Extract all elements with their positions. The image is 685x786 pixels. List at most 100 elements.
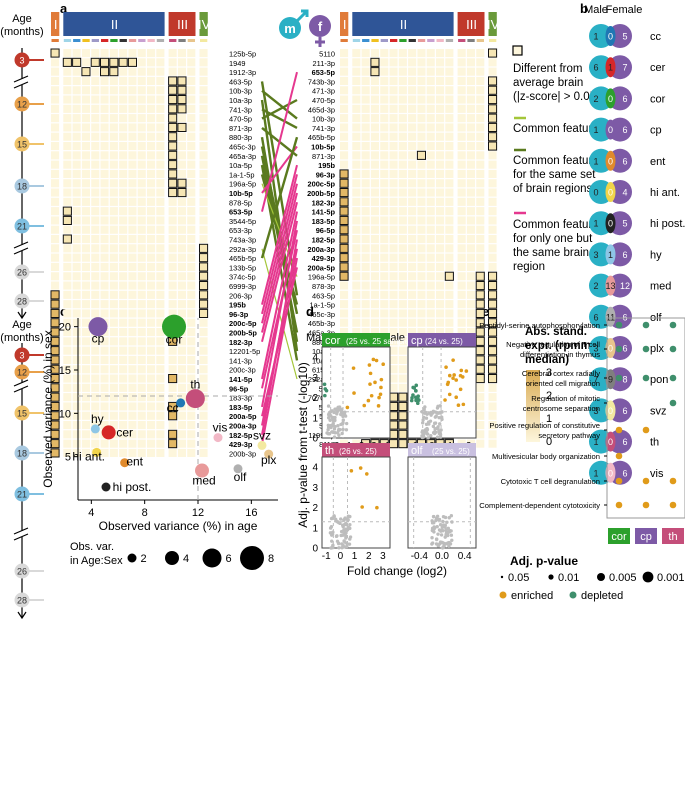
venn-male-count: 1 [593,437,598,447]
e-dot-depleted [669,374,677,382]
d-point-enriched [452,373,456,377]
expression-cell [109,328,118,337]
expression-cell [128,365,137,374]
expression-cell [380,272,389,281]
d-facet-name: cor [325,335,341,347]
expression-cell [119,393,128,402]
expression-cell [72,402,81,411]
expression-cell [408,225,417,234]
expression-cell [436,151,445,160]
d-point [438,523,443,527]
expression-cell [488,95,498,105]
age-tick-badge [14,264,30,280]
expression-cell [339,253,349,263]
expression-cell [137,169,146,178]
expression-cell [426,328,435,337]
venn-female-count: 6 [622,156,627,166]
expression-cell [389,76,398,85]
d-point [344,421,349,426]
expression-cell [187,374,196,383]
venn-shared-count: 9 [608,375,613,385]
expression-cell [128,235,137,244]
expression-cell [91,393,100,402]
d-point [326,404,331,408]
expression-cell [476,216,485,225]
expression-cell [199,179,208,188]
c-point-label: hi post. [113,480,152,494]
expression-cell [199,448,208,457]
expression-cell [168,300,177,309]
expression-cell [109,67,119,77]
d-point-depleted [417,398,421,402]
e-dot-enriched [642,477,650,485]
female-mirna-label: 211-3p [313,59,335,68]
expression-cell [398,309,407,318]
expression-cell [436,58,445,67]
expression-cell [177,178,187,188]
expression-cell [187,197,196,206]
expression-cell [156,86,165,95]
expression-cell [476,207,485,216]
c-point-label: th [190,378,200,392]
venn-shared-region [605,213,616,234]
expression-cell [51,76,60,85]
expression-cell [81,76,90,85]
venn-shared-count: 0 [608,125,613,135]
expression-cell [488,281,498,291]
expression-cell [361,188,370,197]
female-mirna-label: 741-3p [312,124,335,133]
e-legend-enriched-dot [499,591,507,599]
expression-cell [380,114,389,123]
expression-cell [51,262,60,271]
expression-cell [128,337,137,346]
expression-cell [370,281,379,290]
male-mirna-label: 1949 [229,59,245,68]
expression-cell [187,383,196,392]
expression-cell [50,429,60,439]
expression-cell [361,151,370,160]
expression-cell [199,207,208,216]
expression-cell [109,318,118,327]
expression-cell [147,114,156,123]
expression-cell [488,160,497,169]
venn-shared-region [605,26,616,46]
expression-cell [187,337,196,346]
expression-cell [91,225,100,234]
expression-cell [398,235,407,244]
expression-cell [177,290,186,299]
expression-cell [177,393,186,402]
expression-cell [91,262,100,271]
expression-cell [156,197,165,206]
region-color-tick [408,39,416,42]
expression-cell [389,318,398,327]
expression-cell [119,104,128,113]
expression-cell [168,207,177,216]
expression-cell [100,355,109,364]
expression-cell [476,262,485,271]
expression-cell [128,402,137,411]
expression-cell [488,216,497,225]
expression-cell [119,142,128,151]
expression-cell [147,281,156,290]
d-point [430,521,435,525]
d-point [330,545,335,550]
expression-cell [370,160,379,169]
expression-cell [100,402,109,411]
c-point-label: cor [166,333,183,347]
expression-cell [380,160,389,169]
expression-cell [361,142,370,151]
d-point-enriched [461,402,466,407]
expression-cell [370,216,379,225]
d-point-enriched [443,398,447,402]
e-legend-depleted-dot [569,591,577,599]
expression-cell [91,188,100,197]
expression-cell [100,132,109,141]
expression-cell [187,328,196,337]
expression-cell [109,244,118,253]
expression-cell [72,151,81,160]
region-color-tick [91,39,99,42]
venn-region-label: cp [650,125,662,137]
expression-cell [436,114,445,123]
expression-cell [476,104,485,113]
